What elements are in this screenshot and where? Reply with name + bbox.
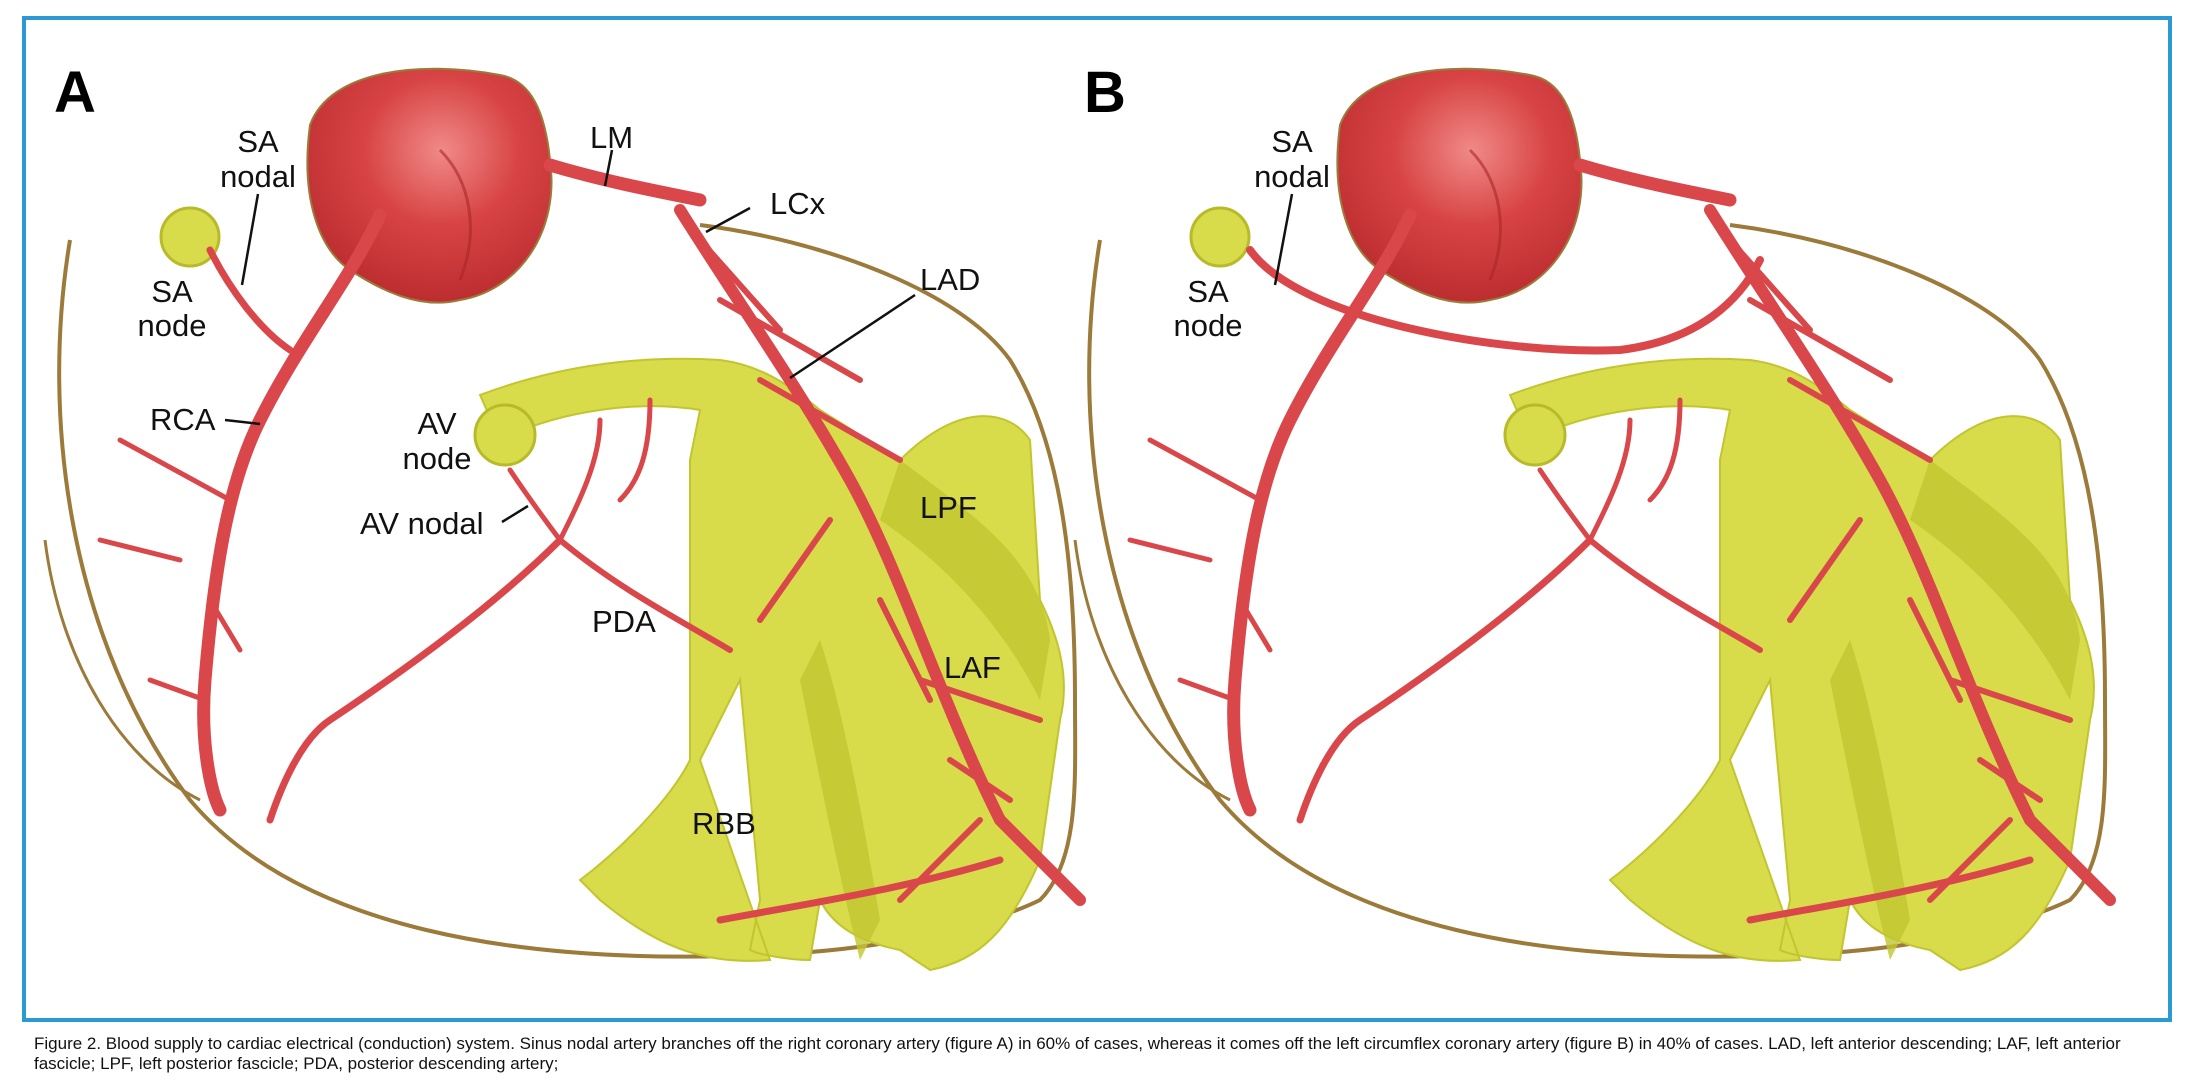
label-rbb: RBB (692, 806, 756, 841)
label-b-sa-node-line1: SA (1187, 274, 1229, 309)
label-lm: LM (590, 120, 633, 155)
label-b-sa-nodal-line1: SA (1271, 124, 1313, 159)
panel-b-illustration (1075, 69, 2110, 970)
panel-a-letter: A (54, 60, 96, 125)
label-pda: PDA (592, 604, 656, 639)
label-lad: LAD (920, 262, 980, 297)
label-rca: RCA (150, 402, 216, 437)
label-lcx: LCx (770, 186, 826, 221)
leader-lines (224, 149, 1294, 524)
label-b-sa-node-line2: node (1174, 308, 1243, 343)
label-av-nodal: AV nodal (360, 506, 484, 541)
label-sa-nodal-line1: SA (237, 124, 279, 159)
label-b-sa-nodal-line2: nodal (1254, 159, 1330, 194)
label-sa-nodal-line2: nodal (220, 159, 296, 194)
label-sa-node-line1: SA (151, 274, 193, 309)
label-av-node-line1: AV (417, 406, 456, 441)
sa-nodal-artery-b (1246, 246, 1764, 355)
figure-caption: Figure 2. Blood supply to cardiac electr… (34, 1034, 2121, 1073)
sa-nodal-artery-a (206, 246, 294, 354)
panel-a-illustration (45, 69, 1080, 970)
panel-b-letter: B (1084, 60, 1126, 125)
label-av-node-line2: node (403, 441, 472, 476)
label-laf: LAF (944, 650, 1001, 685)
label-sa-node-line2: node (138, 308, 207, 343)
label-lpf: LPF (920, 490, 977, 525)
